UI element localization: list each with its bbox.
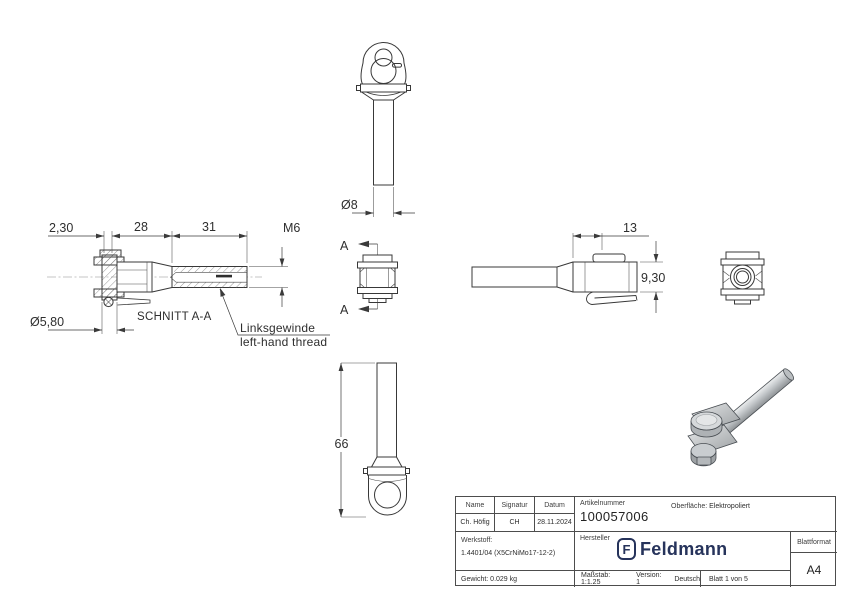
werkstoff-label: Werkstoff: [461, 537, 493, 544]
dim-pin-diameter: Ø5,80 [30, 315, 64, 329]
datum-value: 28.11.2024 [535, 514, 575, 532]
dim-thread-length: 31 [202, 220, 216, 234]
cut-label-top: A [340, 239, 349, 253]
sprache-value: Deutsch [674, 575, 700, 583]
logo-letter: F [622, 541, 631, 557]
artikelnummer-label: Artikelnummer [580, 500, 626, 507]
hersteller-cell: Hersteller F Feldmann [575, 532, 791, 571]
blattformat-label: Blattformat [791, 532, 837, 553]
werkstoff-cell: Werkstoff: 1.4401/04 (X5CrNiMo17-12-2) [456, 532, 575, 571]
note-linksgewinde: Linksgewinde [240, 321, 315, 335]
view-side: 13 9,30 [471, 221, 665, 313]
title-block: Name Signatur Datum Ch. Höfig CH 28.11.2… [455, 496, 837, 587]
brand-logo: F Feldmann [617, 538, 727, 560]
view-3d-render [687, 368, 795, 467]
cut-label-bottom: A [340, 303, 349, 317]
oberflaeche-value: Elektropoliert [709, 503, 750, 510]
dim-flange-thickness: 2,30 [49, 221, 73, 235]
view-end [720, 251, 765, 305]
signatur-value: CH [495, 514, 535, 532]
dim-head-length: 28 [134, 220, 148, 234]
brand-name: Feldmann [640, 538, 728, 559]
werkstoff-value: 1.4401/04 (X5CrNiMo17-12-2) [461, 550, 556, 557]
name-column-header: Name [456, 497, 495, 514]
dim-thread-size: M6 [283, 221, 300, 235]
hersteller-label: Hersteller [580, 535, 610, 542]
oberflaeche-label: Oberfläche: [671, 503, 708, 510]
feldmann-logo-mark-icon: F [617, 538, 636, 560]
note-left-hand-thread: left-hand thread [240, 335, 327, 349]
dim-shaft-diameter: Ø8 [341, 198, 358, 212]
dim-head-width: 13 [623, 221, 637, 235]
thread-runout-mark [216, 274, 232, 278]
datum-column-header: Datum [535, 497, 575, 514]
massstab-cell: Maßstab: 1:1.25 Version: 1 Deutsch [575, 571, 701, 587]
signatur-column-header: Signatur [495, 497, 535, 514]
oberflaeche-row: Oberfläche: Elektropoliert [671, 503, 750, 510]
dim-overall-length: 66 [335, 437, 349, 451]
view-section-a-a: 2,30 28 31 M6 Ø5,80 SCHNITT A-A Linksgew… [30, 220, 330, 349]
view-top-projection: Ø8 [341, 42, 415, 217]
massstab-value: Maßstab: 1:1.25 [581, 572, 611, 586]
section-caption: SCHNITT A-A [137, 311, 212, 323]
blattformat-value: A4 [806, 563, 822, 577]
artikelnummer-cell: Artikelnummer 100057006 Oberfläche: Elek… [575, 497, 837, 532]
cotter-slot [392, 63, 402, 68]
blatt-cell: Blatt 1 von 5 [701, 571, 791, 587]
view-cut-indicator: A A [340, 239, 398, 317]
artikelnummer-value: 100057006 [580, 509, 649, 524]
dim-head-height: 9,30 [641, 271, 665, 285]
version-value: Version: 1 [636, 572, 662, 586]
gewicht-cell: Gewicht: 0.029 kg [456, 571, 575, 587]
view-front: 66 [335, 362, 410, 518]
name-value: Ch. Höfig [456, 514, 495, 532]
